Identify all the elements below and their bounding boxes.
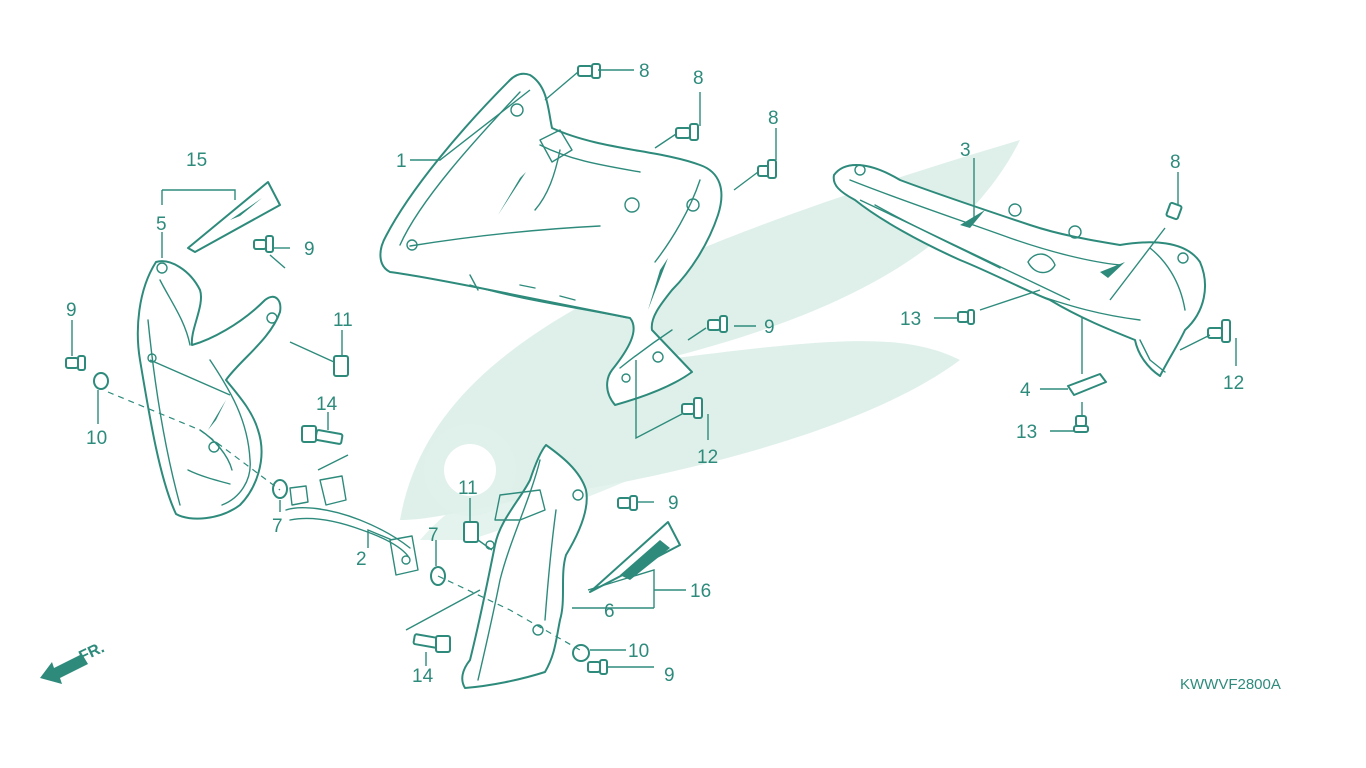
washer-10-a [93,372,109,390]
washer-10-b [572,644,590,662]
bolt-8-d [1165,201,1183,221]
part-6-right-side-cover [461,444,588,689]
screw-13-b [1073,415,1089,433]
bolt-9-d [617,495,638,511]
bolt-9-e [587,659,608,675]
diagram-code: KWWVF2800A [1180,676,1281,693]
callout-15: 15 [186,150,207,171]
fasteners [65,63,1231,675]
bolt-9-a [253,235,274,253]
bolt-12-b [1207,319,1231,343]
callout-12-b: 12 [1223,373,1244,394]
callout-4: 4 [1020,380,1031,401]
leader-lines [71,69,1237,668]
callout-7-a: 7 [272,516,283,537]
callout-3: 3 [960,140,971,161]
callout-8-d: 8 [1170,152,1181,173]
bolt-14-b [412,633,451,653]
washer-7-a [272,479,288,499]
callout-9-a: 9 [304,239,315,260]
callout-2: 2 [356,549,367,570]
callout-13-a: 13 [900,309,921,330]
callout-9-d: 9 [668,493,679,514]
callout-5: 5 [156,214,167,235]
callout-12-a: 12 [697,447,718,468]
part-16-pad [589,521,681,593]
callout-11-a: 11 [333,310,353,331]
callout-6: 6 [604,601,615,622]
callout-8-b: 8 [693,68,704,89]
bolt-14-a [301,425,344,445]
part-5-left-side-cover [136,260,282,520]
callout-13-b: 13 [1016,422,1037,443]
callout-14-a: 14 [316,394,338,415]
callout-11-b: 11 [458,478,478,499]
callout-10-a: 10 [86,428,107,449]
part-1-inner-cover [379,72,723,406]
bolt-8-a [577,63,601,79]
callout-9-b: 9 [66,300,77,321]
callout-1: 1 [396,151,407,172]
callout-9-c: 9 [764,317,775,338]
bolt-9-c [707,315,728,333]
bolt-8-c [757,159,777,179]
part-2-stay-bracket [285,475,419,576]
callout-10-b: 10 [628,641,649,662]
callout-9-e: 9 [664,665,675,686]
front-direction-arrow: FR. [40,639,107,684]
clip-11-a [333,355,349,377]
screw-13-a [957,309,975,325]
callout-8-a: 8 [639,61,650,82]
callout-14-b: 14 [412,666,434,687]
front-direction-label: FR. [77,639,108,665]
bolt-9-b [65,355,86,371]
part-3-lower-cover [832,163,1206,377]
clip-11-b [463,521,479,543]
callout-16: 16 [690,581,711,602]
bolt-8-b [675,123,699,141]
callout-7-b: 7 [428,525,439,546]
callout-8-c: 8 [768,108,779,129]
bolt-12-a [681,397,703,419]
clip-4 [1067,373,1107,396]
callout-labels: 1 2 3 4 5 6 7 7 8 8 8 8 9 9 9 9 9 10 10 … [66,61,1244,687]
part-15-pad [187,181,281,253]
